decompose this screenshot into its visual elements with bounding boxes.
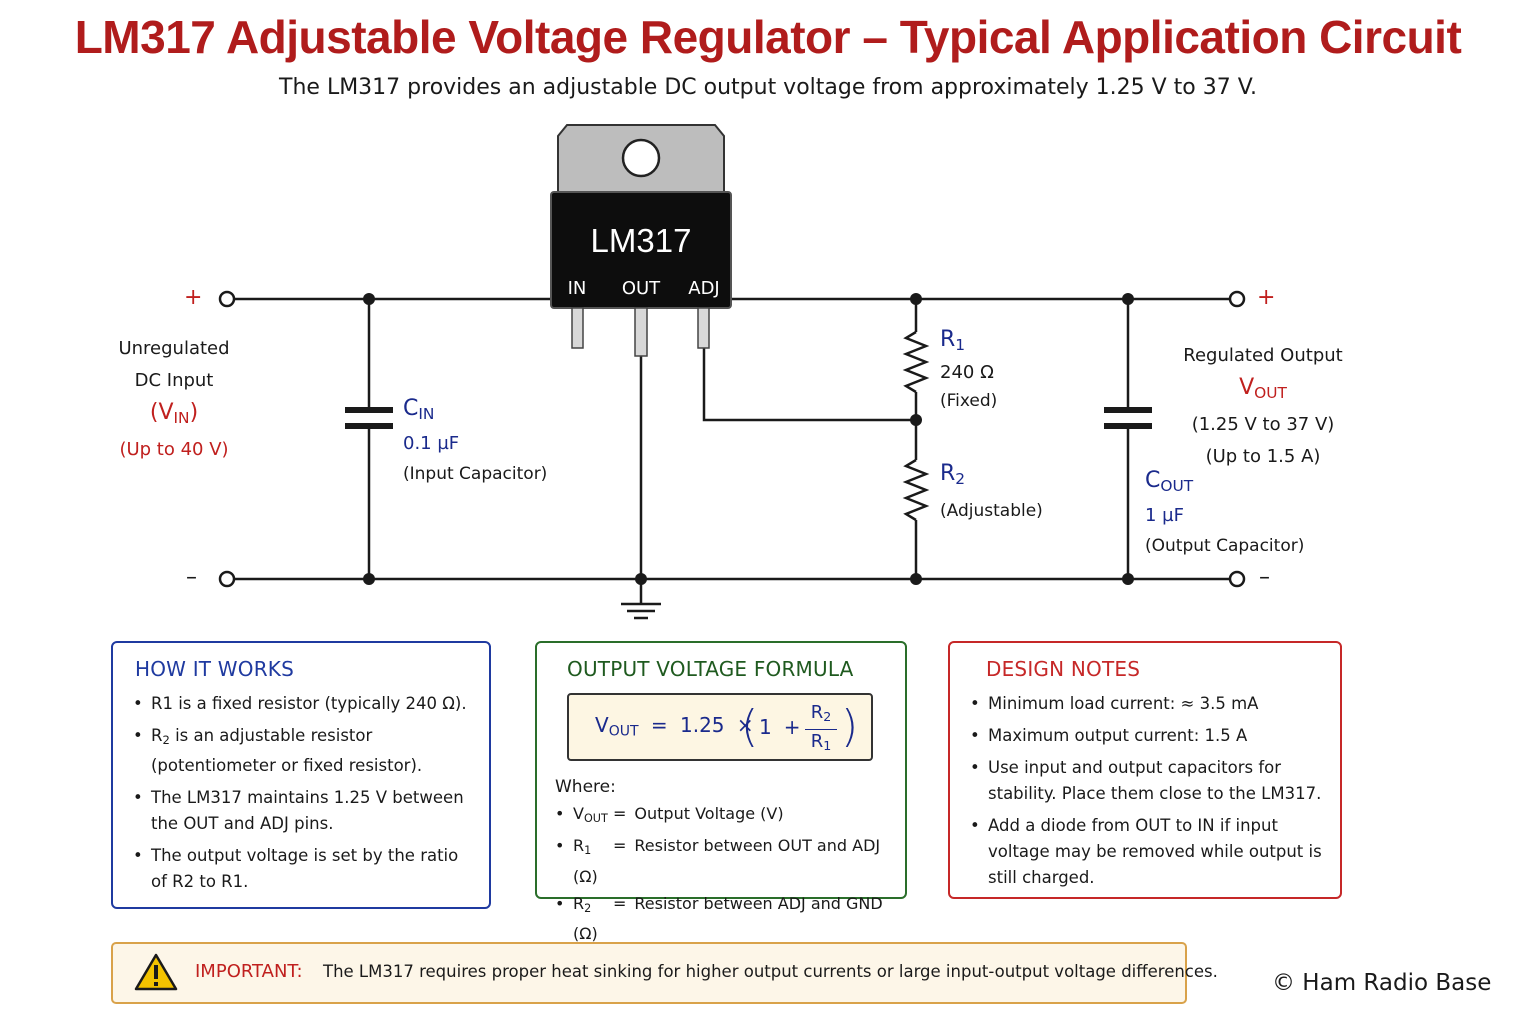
list-item: Add a diode from OUT to IN if input volt…	[970, 813, 1326, 891]
cout-plate-bottom	[1104, 423, 1152, 429]
formula-panel: OUTPUT VOLTAGE FORMULA VOUT = 1.25 × ( 1…	[535, 641, 907, 943]
input-label-line2: DC Input	[134, 370, 214, 391]
pin-label-out: OUT	[621, 278, 661, 299]
output-label: Regulated Output VOUT (1.25 V to 37 V) (…	[1172, 340, 1354, 473]
list-item: R2 is an adjustable resistor (potentiome…	[133, 723, 475, 779]
pin-label-adj: ADJ	[688, 278, 720, 299]
output-current: (Up to 1.5 A)	[1205, 445, 1321, 467]
formula-defs: VOUT=Output Voltage (V) R1=Resistor betw…	[555, 801, 891, 948]
r1-symbol: R1	[940, 327, 966, 354]
fraction-denominator: R1	[805, 729, 837, 758]
list-item: Maximum output current: 1.5 A	[970, 723, 1326, 749]
cout-symbol: COUT	[1145, 468, 1194, 495]
r2-symbol: R2	[940, 461, 966, 488]
warning-triangle-icon	[134, 953, 178, 991]
how-it-works-panel: HOW IT WORKS R1 is a fixed resistor (typ…	[111, 641, 491, 909]
formula-one: 1+	[759, 715, 801, 739]
vout-symbol: VOUT	[1239, 375, 1287, 402]
important-banner: IMPORTANT: The LM317 requires proper hea…	[111, 942, 1218, 1004]
formula-expression: VOUT = 1.25 ×	[595, 713, 754, 740]
junction-dot	[363, 293, 375, 305]
list-item: R1 is a fixed resistor (typically 240 Ω)…	[133, 691, 475, 717]
terminal-output-plus	[1228, 290, 1246, 308]
fraction: R2 R1	[805, 701, 837, 758]
cin-value: 0.1 µF	[403, 432, 460, 454]
input-plus-sign: +	[184, 285, 203, 310]
pin-adj	[697, 307, 710, 349]
input-minus-sign: –	[186, 565, 197, 590]
list-item: R1=Resistor between OUT and ADJ (Ω)	[555, 833, 891, 890]
fraction-numerator: R2	[810, 702, 832, 725]
terminal-input-minus	[218, 570, 236, 588]
cin-label: CIN 0.1 µF (Input Capacitor)	[403, 394, 547, 489]
cin-plate-top	[345, 407, 393, 413]
wire-adj	[702, 345, 916, 422]
junction-dot	[363, 573, 375, 585]
pin-label-in: IN	[567, 278, 587, 299]
ground-symbol	[621, 602, 661, 620]
junction-dot	[1122, 573, 1134, 585]
pin-out	[634, 307, 648, 357]
page-subtitle: The LM317 provides an adjustable DC outp…	[279, 75, 1257, 100]
terminal-input-plus	[218, 290, 236, 308]
ic-label: LM317	[590, 222, 692, 259]
junction-dot	[635, 573, 647, 585]
paren-right: )	[841, 701, 859, 752]
resistor-r2-symbol	[902, 458, 930, 522]
mounting-hole	[621, 138, 661, 178]
cout-desc: (Output Capacitor)	[1145, 535, 1305, 556]
input-label-line1: Unregulated	[118, 338, 230, 359]
list-item: The LM317 maintains 1.25 V between the O…	[133, 785, 475, 837]
list-item: VOUT=Output Voltage (V)	[555, 801, 891, 832]
junction-dot	[1122, 293, 1134, 305]
important-text: The LM317 requires proper heat sinking f…	[323, 962, 1218, 981]
r1-label: R1 240 Ω (Fixed)	[940, 326, 997, 415]
design-notes-list: Minimum load current: ≈ 3.5 mA Maximum o…	[970, 691, 1326, 897]
input-range: (Up to 40 V)	[119, 438, 229, 460]
output-title: Regulated Output	[1183, 345, 1343, 366]
lm317-package	[550, 124, 732, 357]
important-label: IMPORTANT:	[195, 961, 303, 982]
output-minus-sign: –	[1259, 565, 1270, 590]
paren-left: (	[741, 701, 759, 752]
design-notes-panel: DESIGN NOTES Minimum load current: ≈ 3.5…	[948, 641, 1342, 899]
cin-symbol: CIN	[403, 396, 435, 423]
how-it-works-list: R1 is a fixed resistor (typically 240 Ω)…	[133, 691, 475, 901]
output-range: (1.25 V to 37 V)	[1191, 413, 1335, 435]
formula-heading: OUTPUT VOLTAGE FORMULA	[567, 657, 854, 681]
resistor-r1-symbol	[902, 330, 930, 394]
terminal-output-minus	[1228, 570, 1246, 588]
list-item: Use input and output capacitors for stab…	[970, 755, 1326, 807]
page-title: LM317 Adjustable Voltage Regulator – Typ…	[74, 11, 1462, 63]
junction-dot	[910, 573, 922, 585]
list-item: The output voltage is set by the ratio o…	[133, 843, 475, 895]
pin-in	[571, 307, 584, 349]
list-item: Minimum load current: ≈ 3.5 mA	[970, 691, 1326, 717]
copyright: © Ham Radio Base	[1272, 970, 1492, 996]
design-notes-heading: DESIGN NOTES	[986, 657, 1141, 681]
cout-plate-top	[1104, 407, 1152, 413]
list-item: R2=Resistor between ADJ and GND (Ω)	[555, 891, 891, 948]
junction-dot	[910, 293, 922, 305]
output-plus-sign: +	[1257, 285, 1276, 310]
cout-value: 1 µF	[1145, 504, 1184, 526]
r2-desc: (Adjustable)	[940, 500, 1043, 521]
formula-box: VOUT = 1.25 × ( 1+ R2 R1 )	[567, 693, 873, 761]
input-label: Unregulated DC Input (VIN) (Up to 40 V)	[104, 333, 244, 466]
r1-desc: (Fixed)	[940, 390, 998, 411]
cin-plate-bottom	[345, 423, 393, 429]
vin-symbol: (VIN)	[149, 400, 199, 427]
junction-dot	[910, 414, 922, 426]
r2-label: R2 (Adjustable)	[940, 458, 1043, 527]
r1-value: 240 Ω	[940, 361, 994, 383]
cout-label: COUT 1 µF (Output Capacitor)	[1145, 466, 1304, 561]
cin-desc: (Input Capacitor)	[403, 463, 548, 484]
formula-where: Where:	[555, 777, 616, 797]
how-it-works-heading: HOW IT WORKS	[135, 657, 295, 681]
